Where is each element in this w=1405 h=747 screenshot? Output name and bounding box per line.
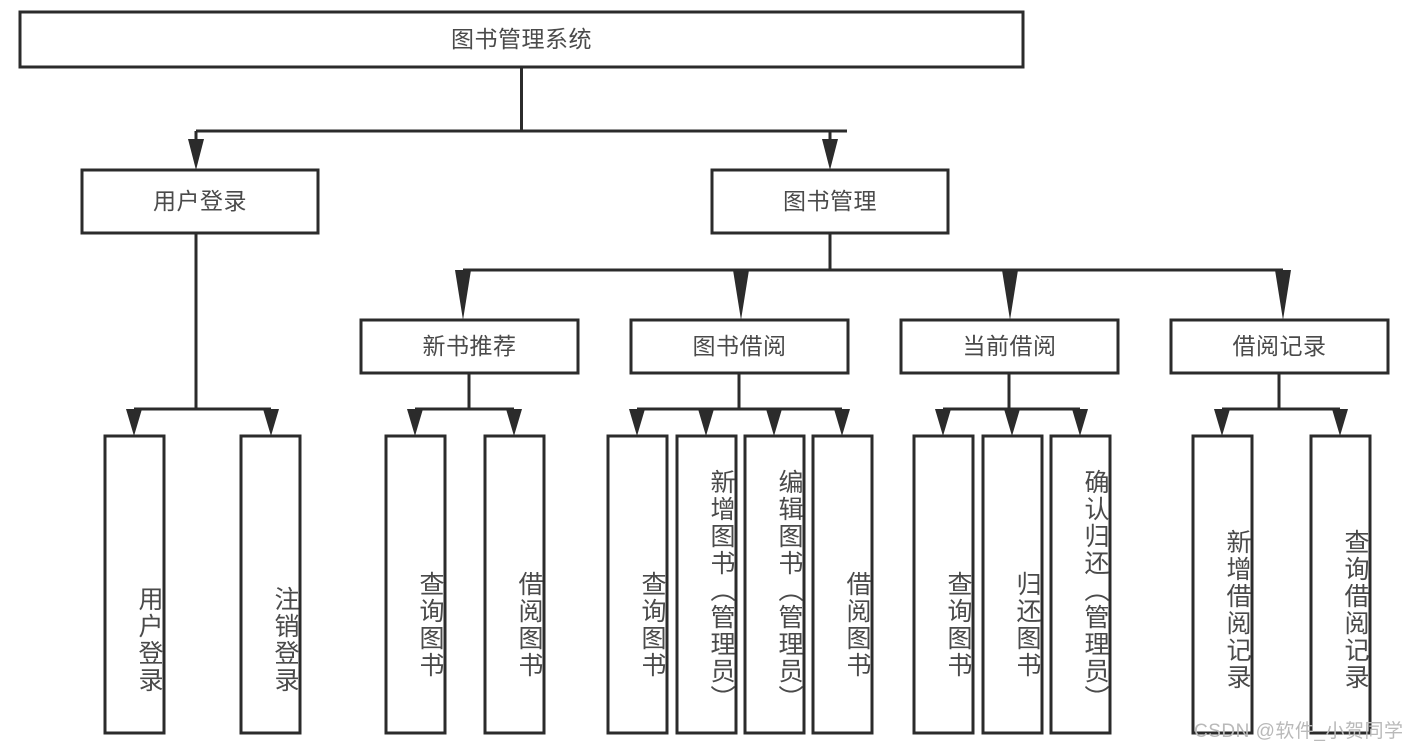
node-box-leaf-query-book-current[interactable] — [912, 434, 975, 735]
node-box-leaf-confirm-return-admin[interactable] — [1049, 434, 1112, 735]
node-box-new-book-recommend[interactable] — [359, 318, 580, 375]
node-box-leaf-query-book[interactable] — [606, 434, 669, 735]
node-box-leaf-add-borrow-record[interactable] — [1191, 434, 1254, 735]
node-box-leaf-edit-book-admin[interactable] — [743, 434, 806, 735]
node-box-leaf-borrow-book[interactable] — [811, 434, 874, 735]
node-box-borrow-record[interactable] — [1169, 318, 1390, 375]
connector-bookborrow-to-leaves — [629, 373, 850, 436]
node-box-root[interactable] — [18, 10, 1025, 69]
node-box-leaf-query-borrow-record[interactable] — [1309, 434, 1372, 735]
node-box-leaf-user-login[interactable] — [103, 434, 166, 735]
connector-borrowrecord-to-leaves — [1214, 373, 1348, 436]
node-box-leaf-add-book-admin[interactable] — [675, 434, 738, 735]
connector-root-to-level1 — [188, 67, 847, 170]
connector-currentborrow-to-leaves — [935, 373, 1088, 436]
node-box-leaf-logout[interactable] — [239, 434, 302, 735]
node-box-leaf-return-book[interactable] — [981, 434, 1044, 735]
node-box-book-manage[interactable] — [710, 168, 950, 235]
node-box-book-borrow[interactable] — [629, 318, 850, 375]
connector-bookmanage-to-level2 — [455, 233, 1291, 320]
connector-userlogin-to-leaves — [126, 233, 279, 436]
csdn-watermark: CSDN @软件_小贺同学 — [1194, 721, 1404, 742]
node-box-leaf-borrow-book-recommend[interactable] — [483, 434, 546, 735]
node-box-leaf-query-book-recommend[interactable] — [384, 434, 447, 735]
node-box-current-borrow[interactable] — [899, 318, 1120, 375]
connector-newbook-to-leaves — [407, 373, 522, 436]
node-box-user-login[interactable] — [80, 168, 320, 235]
